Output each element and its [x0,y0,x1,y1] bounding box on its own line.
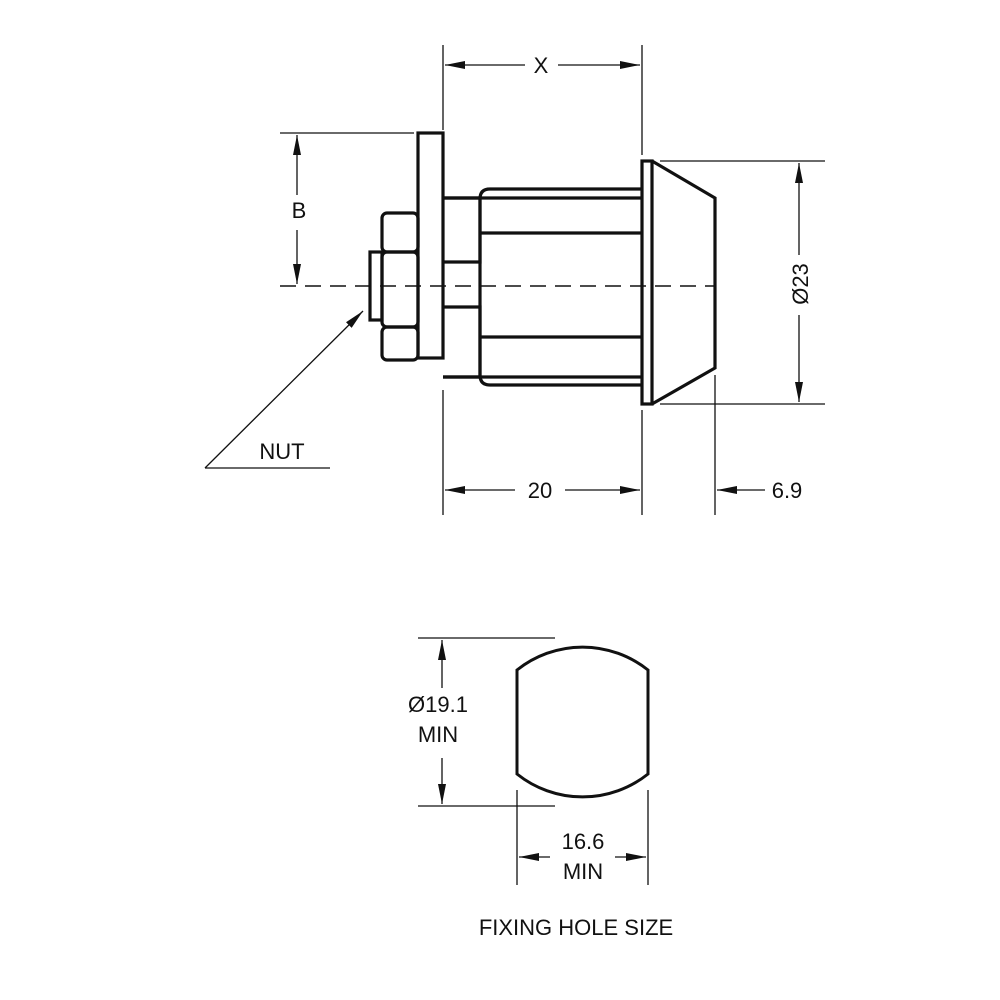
hole-width-label: 16.6 [562,829,605,854]
hole-diameter-min-label: MIN [418,722,458,747]
hole-width-min-label: MIN [563,859,603,884]
extension-lines [280,45,825,515]
b-dim-label: B [292,198,307,223]
hole-diameter-label: Ø19.1 [408,692,468,717]
fixing-hole-shape [515,645,650,799]
hole-dimension-lines [418,637,649,885]
caption: FIXING HOLE SIZE [479,915,673,940]
diameter-23-label: Ø23 [788,263,813,305]
labels: X B Ø23 NUT 20 6.9 Ø19.1 MIN 16.6 MIN FI… [259,53,813,940]
dimension-lines [204,61,803,494]
lock-body [368,131,717,406]
length-20-label: 20 [528,478,552,503]
nut-label: NUT [259,439,304,464]
cone-6-9-label: 6.9 [772,478,803,503]
x-dim-label: X [534,53,549,78]
